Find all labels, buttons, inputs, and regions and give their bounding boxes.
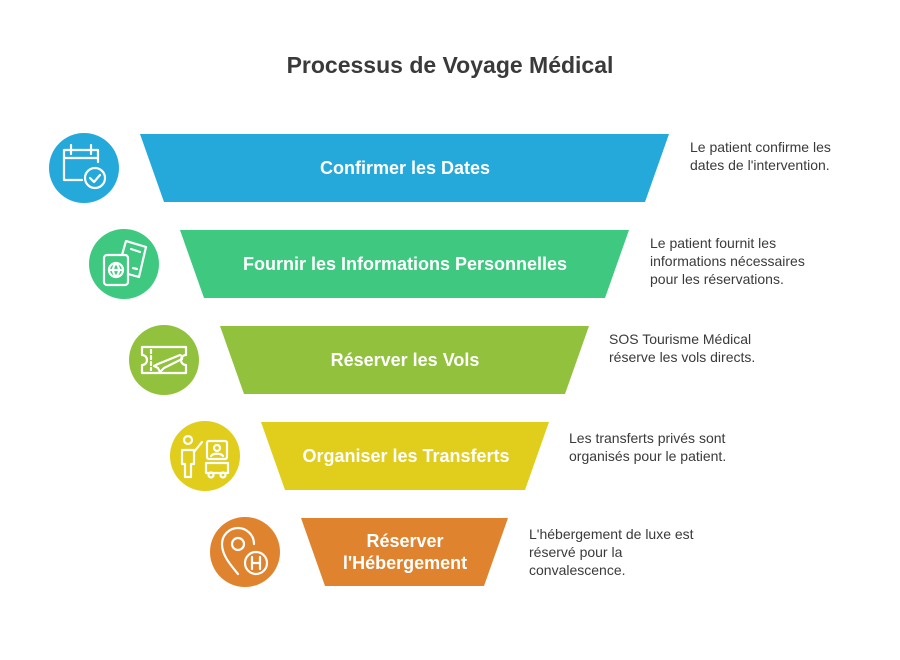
stage-description-book-flights: SOS Tourisme Médical réserve les vols di… xyxy=(609,331,756,365)
plane-ticket-icon xyxy=(129,325,199,395)
stage-label-confirm-dates: Confirmer les Dates xyxy=(319,158,491,178)
stage-band-4 xyxy=(261,422,549,490)
stage-description-accommodation: L'hébergement de luxe est réservé pour l… xyxy=(529,526,694,578)
stage-band-1 xyxy=(140,134,669,202)
stage-description-transfers: Les transferts privés sont organisés pou… xyxy=(569,430,727,464)
stage-band-2 xyxy=(180,230,629,298)
stage-description-personal-info: Le patient fournit les informations néce… xyxy=(650,235,805,287)
passport-ticket-icon xyxy=(89,229,159,299)
stage-label-personal-info: Fournir les Informations Personnelles xyxy=(242,254,568,274)
driver-car-icon xyxy=(170,421,240,491)
stage-label-book-flights: Réserver les Vols xyxy=(330,350,480,370)
stage-description-confirm-dates: Le patient confirme les dates de l'inter… xyxy=(690,139,831,173)
hotel-location-icon xyxy=(210,517,280,587)
stage-band-5 xyxy=(301,518,508,586)
diagram-title: Processus de Voyage Médical xyxy=(286,52,614,78)
stage-band-3 xyxy=(220,326,589,394)
calendar-check-icon xyxy=(49,133,119,203)
stage-label-transfers: Organiser les Transferts xyxy=(302,446,510,466)
stage-label-accommodation: Réserver l'Hébergement xyxy=(342,531,468,573)
